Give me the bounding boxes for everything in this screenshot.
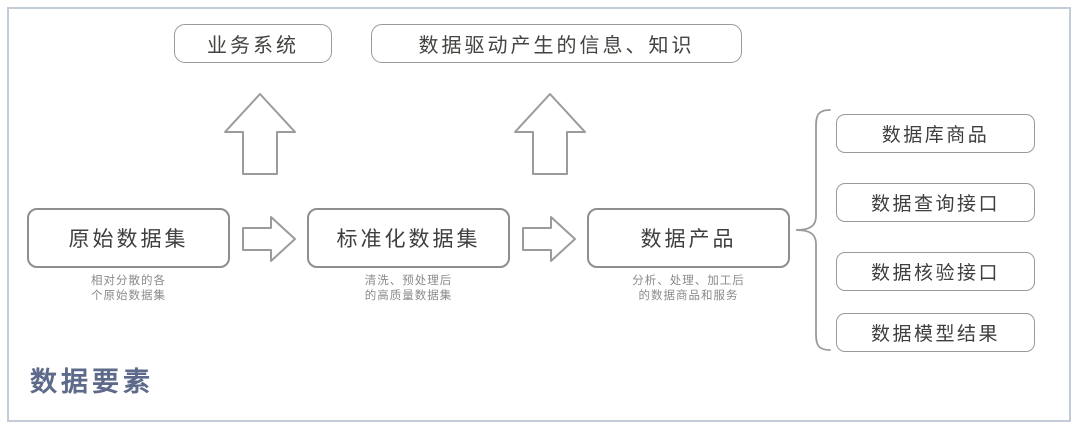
- pipeline-box-data-product-label: 数据产品: [640, 227, 737, 251]
- product-form-box-query-api[interactable]: 数据查询接口: [836, 183, 1035, 222]
- pipeline-box-data-product[interactable]: 数据产品: [587, 208, 790, 268]
- pipeline-box-raw-dataset-label: 原始数据集: [68, 227, 189, 251]
- brace-product-forms-icon: [792, 108, 832, 352]
- output-box-business-system-label: 业务系统: [207, 35, 299, 57]
- product-form-box-verify-api-label: 数据核验接口: [870, 263, 1000, 284]
- right-arrow-standard-to-product-icon: [521, 215, 577, 263]
- pipeline-box-raw-dataset[interactable]: 原始数据集: [27, 208, 230, 268]
- pipeline-caption-data-product: 分析、处理、加工后 的数据商品和服务: [632, 275, 745, 302]
- product-form-box-model-result-label: 数据模型结果: [870, 324, 1000, 345]
- pipeline-box-standard-dataset[interactable]: 标准化数据集: [307, 208, 510, 268]
- product-form-box-database-goods-label: 数据库商品: [881, 125, 990, 146]
- pipeline-caption-raw-dataset: 相对分散的各 个原始数据集: [91, 275, 166, 302]
- product-form-box-verify-api[interactable]: 数据核验接口: [836, 252, 1035, 291]
- output-box-business-system[interactable]: 业务系统: [174, 24, 332, 63]
- up-arrow-business-system-icon: [223, 92, 297, 176]
- product-form-box-query-api-label: 数据查询接口: [870, 194, 1000, 215]
- up-arrow-knowledge-icon: [513, 92, 587, 176]
- product-form-box-database-goods[interactable]: 数据库商品: [836, 114, 1035, 153]
- output-box-knowledge-label: 数据驱动产生的信息、知识: [418, 35, 695, 57]
- right-arrow-raw-to-standard-icon: [241, 215, 297, 263]
- pipeline-caption-standard-dataset: 清洗、预处理后 的高质量数据集: [364, 275, 453, 302]
- output-box-knowledge[interactable]: 数据驱动产生的信息、知识: [371, 24, 742, 63]
- product-form-box-model-result[interactable]: 数据模型结果: [836, 313, 1035, 352]
- pipeline-box-standard-dataset-label: 标准化数据集: [336, 227, 481, 251]
- section-label-data-element: 数据要素: [30, 367, 154, 397]
